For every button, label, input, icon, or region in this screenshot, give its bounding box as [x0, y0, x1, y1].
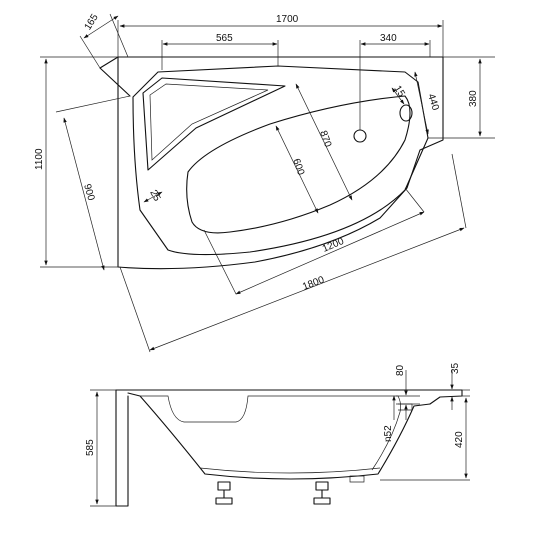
side-view: 80 35 n52 420 585	[85, 362, 470, 507]
tub-rim-inner	[132, 65, 429, 256]
overflow-hole	[399, 104, 413, 122]
dim-340: 340	[380, 33, 397, 44]
dim-870: 870	[317, 129, 333, 149]
overflow-fitting	[398, 403, 413, 411]
drain-fitting	[349, 475, 365, 483]
top-view: 165 1700 565 340 1100 380 15 440 870 600…	[34, 12, 495, 353]
dim-1700: 1700	[276, 14, 299, 25]
dim-1100: 1100	[34, 148, 45, 170]
tub-backrest-inner	[149, 83, 269, 161]
tub-side-apron	[115, 389, 129, 507]
dim-1200: 1200	[321, 236, 346, 255]
tub-leg-left	[215, 481, 233, 505]
tub-side-shell	[127, 392, 431, 480]
dim-420: 420	[454, 431, 465, 448]
drain-hole	[353, 129, 367, 143]
dim-440: 440	[425, 93, 441, 113]
dim-565: 565	[216, 33, 233, 44]
dim-35: 35	[450, 362, 461, 374]
dim-585: 585	[85, 439, 96, 456]
dim-165: 165	[83, 12, 101, 32]
dim-380: 380	[468, 90, 479, 107]
dim-25: 25	[147, 188, 162, 203]
tub-leg-right	[313, 481, 331, 505]
dim-n52: n52	[383, 425, 394, 442]
tub-side-floor	[199, 467, 381, 474]
tub-backrest	[142, 77, 286, 171]
dim-80: 80	[395, 364, 406, 376]
tub-corner-chamfer	[99, 56, 131, 97]
tub-side-inner	[140, 395, 402, 471]
dim-900: 900	[81, 183, 96, 202]
dim-1800: 1800	[301, 274, 326, 292]
dim-600: 600	[290, 157, 306, 177]
